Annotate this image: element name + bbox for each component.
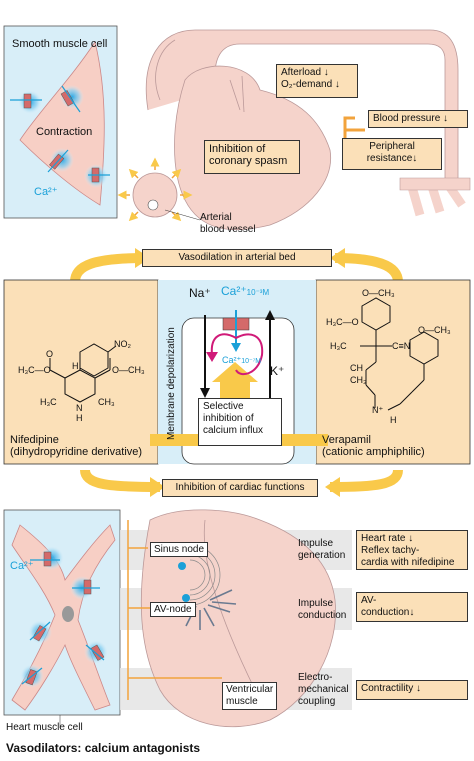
nifedipine-h-top: H [72, 361, 79, 371]
nifedipine-ester-left: H₃C—O [18, 365, 51, 375]
arterial-vessel-label: Arterial blood vessel [200, 212, 256, 235]
ca-outside-conc: 10⁻³M [246, 288, 270, 297]
electro-coupling-label: Electro- mechanical coupling [298, 672, 349, 707]
nifedipine-ester-right: O—CH₃ [112, 365, 145, 375]
verapamil-n-plus: N⁺ [372, 405, 384, 415]
verapamil-panel [315, 279, 471, 465]
contractility-box: Contractility ↓ [356, 680, 468, 700]
figure-caption: Vasodilators: calcium antagonists [6, 741, 201, 755]
nifedipine-n: N [76, 403, 83, 413]
nifedipine-ch3-right: CH₃ [98, 397, 115, 407]
inhibition-cardiac-box: Inhibition of cardiac functions [162, 479, 318, 497]
verapamil-h3c-o: H₃C—O [326, 317, 359, 327]
ca-inside-text: Ca²⁺ [222, 355, 242, 365]
nifedipine-name: Nifedipine (dihydropyridine derivative) [10, 434, 143, 458]
smooth-muscle-cell-label: Smooth muscle cell [12, 38, 108, 50]
verapamil-ch: CH [350, 363, 363, 373]
blood-pressure-box: Blood pressure ↓ [368, 110, 468, 128]
verapamil-name: Verapamil (cationic amphiphilic) [322, 434, 425, 458]
membrane-depolarization-label: Membrane depolarization [166, 327, 177, 440]
afterload-text: Afterload ↓ [281, 67, 329, 78]
nifedipine-o: O [46, 349, 54, 359]
k-ion-label: K⁺ [270, 364, 285, 378]
ca-inside-conc: 10⁻⁷M [241, 358, 262, 365]
nifedipine-h-bottom: H [76, 413, 83, 423]
heart-lower-shape [140, 509, 336, 728]
verapamil-och3-right: O—CH₃ [418, 325, 451, 335]
o2-demand-text: O₂-demand ↓ [281, 79, 340, 90]
verapamil-structure [360, 297, 439, 411]
verapamil-ch3: CH₃ [350, 375, 367, 385]
nifedipine-structure [49, 343, 117, 403]
nifedipine-panel [3, 279, 159, 465]
ca-outside-text: Ca²⁺ [221, 284, 247, 298]
na-ion-label: Na⁺ [189, 286, 211, 300]
afterload-box: Afterload ↓ O₂-demand ↓ [276, 64, 358, 98]
smooth-muscle-cell-shape [19, 41, 105, 206]
selective-inhibition-box: Selective inhibition of calcium influx [198, 398, 282, 446]
arterial-vessel-shape [132, 172, 178, 218]
verapamil-cn: C≡N [392, 341, 411, 351]
verapamil-h3c: H₃C [330, 341, 347, 351]
contraction-label: Contraction [36, 126, 93, 138]
impulse-generation-label: Impulse generation [298, 538, 346, 561]
nifedipine-no2: NO₂ [114, 339, 131, 349]
av-conduction-box: AV- conduction↓ [356, 592, 468, 622]
sinus-node-label: Sinus node [150, 542, 209, 557]
av-node-label: AV-node [150, 602, 196, 617]
verapamil-h: H [390, 415, 397, 425]
heart-muscle-cell-label: Heart muscle cell [6, 722, 83, 733]
ca-outside-label: Ca²⁺10⁻³M [221, 284, 269, 298]
ventricular-muscle-label: Ventricular muscle [222, 682, 278, 710]
nifedipine-ch3-left: H₃C [40, 397, 57, 407]
heart-rate-box: Heart rate ↓ Reflex tachy- cardia with n… [356, 530, 468, 570]
heart-ca-ion-label: Ca²⁺ [10, 560, 34, 572]
coronary-spasm-box: Inhibition of coronary spasm [204, 140, 300, 174]
verapamil-och3-top: O—CH₃ [362, 288, 395, 298]
vasodilation-box: Vasodilation in arterial bed [142, 249, 332, 267]
ca-ion-label: Ca²⁺ [34, 186, 58, 198]
peripheral-resistance-box: Peripheral resistance↓ [342, 138, 442, 170]
impulse-conduction-label: Impulse conduction [298, 598, 347, 621]
ca-inside-label: Ca²⁺10⁻⁷M [222, 355, 261, 366]
